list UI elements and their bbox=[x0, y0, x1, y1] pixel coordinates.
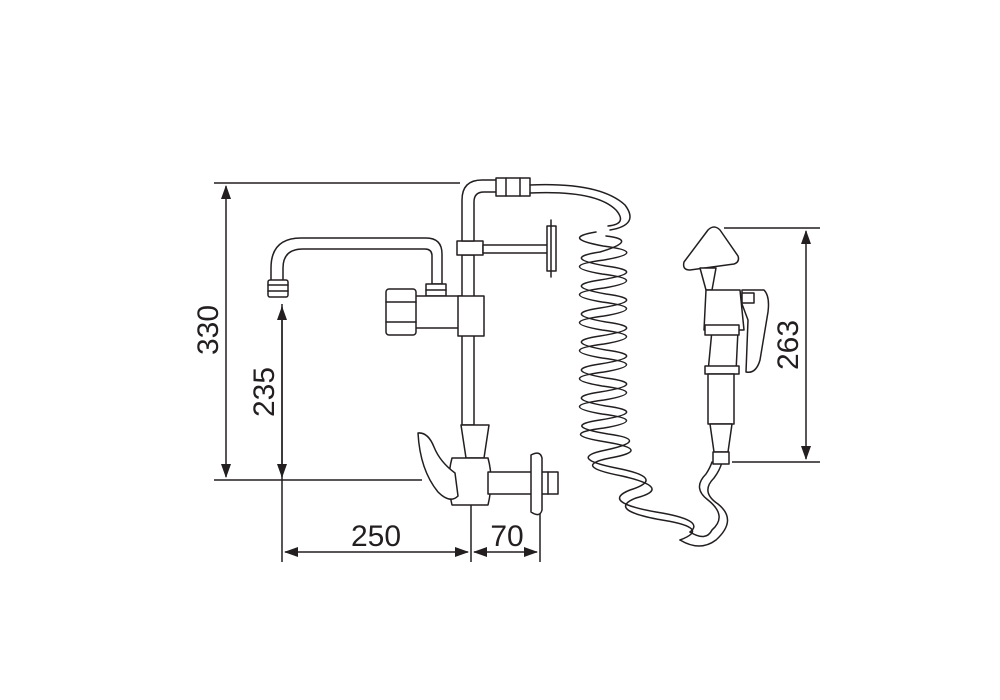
dimension-lines bbox=[214, 182, 820, 562]
faucet-assembly bbox=[267, 177, 770, 547]
coiled-hose bbox=[529, 183, 729, 547]
lever-handle bbox=[417, 432, 459, 500]
dim-label-spout-height: 235 bbox=[248, 367, 281, 417]
gun-hose-ferrule bbox=[712, 451, 730, 465]
spray-head bbox=[682, 226, 740, 271]
gun-handle bbox=[707, 373, 735, 425]
valve-shank bbox=[460, 424, 490, 459]
side-inlet-nut bbox=[385, 288, 417, 336]
trigger-pin bbox=[741, 292, 755, 304]
dim-label-spray-gun: 263 bbox=[772, 320, 805, 370]
spout-aerator bbox=[267, 279, 289, 298]
swivel-spout bbox=[270, 237, 443, 285]
riser-coupling bbox=[456, 240, 484, 256]
riser-pipe bbox=[461, 254, 475, 426]
dim-label-wall-offset: 70 bbox=[490, 520, 523, 553]
top-elbow bbox=[461, 179, 499, 242]
gun-handle-tail bbox=[709, 423, 733, 453]
spray-gun bbox=[682, 226, 770, 465]
spray-neck bbox=[699, 267, 717, 291]
gun-band-mid bbox=[704, 365, 740, 375]
riser-clamp bbox=[457, 295, 485, 337]
dim-label-overall-height: 330 bbox=[192, 305, 225, 355]
dim-label-spout-reach: 250 bbox=[351, 520, 401, 553]
wall-flange bbox=[530, 452, 543, 516]
trigger-lever bbox=[741, 289, 770, 373]
tee-connector bbox=[412, 295, 463, 329]
hose-ferrule bbox=[495, 177, 531, 197]
gun-band-top bbox=[704, 324, 740, 336]
wall-bracket-arm bbox=[482, 244, 549, 254]
